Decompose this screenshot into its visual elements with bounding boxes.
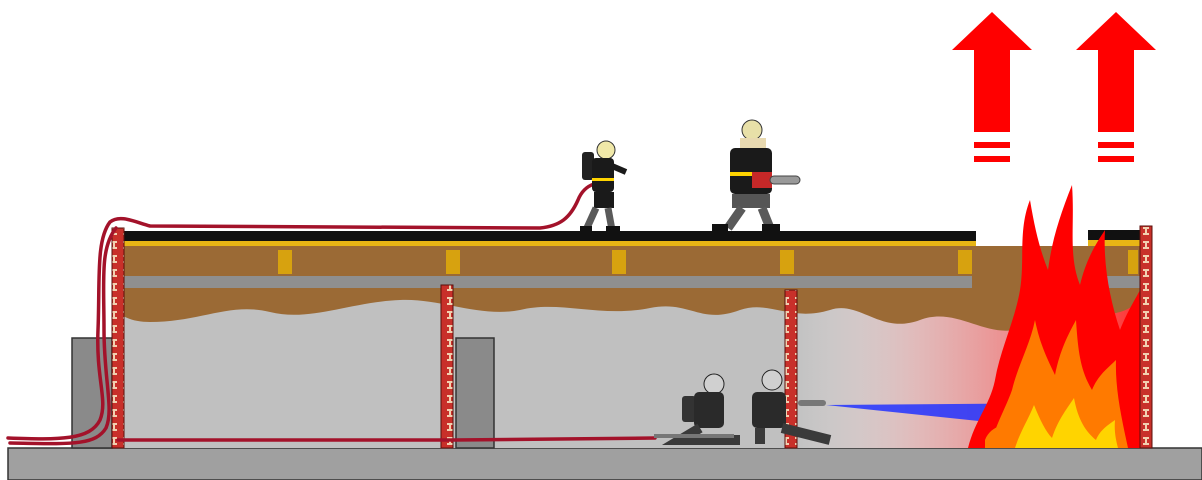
ground-slab: [8, 448, 1202, 480]
roof-joist: [1128, 250, 1138, 274]
roof-joist: [278, 250, 292, 274]
vent-arrow: [1076, 12, 1156, 162]
roof-membrane: [118, 231, 976, 241]
roof-joist: [780, 250, 794, 274]
brick-wall: [1140, 226, 1152, 448]
roof-joist: [446, 250, 460, 274]
roof-segment-right: [1088, 230, 1140, 240]
firefighter-roof-chainsaw: [712, 120, 800, 232]
brick-wall: [441, 285, 453, 448]
vent-arrow: [952, 12, 1032, 162]
roof-joist: [612, 250, 626, 274]
interior-block: [456, 338, 494, 448]
roof-joist: [958, 250, 972, 274]
brick-wall: [112, 228, 124, 448]
roof-beam: [118, 276, 972, 288]
roof-deck: [118, 246, 976, 276]
